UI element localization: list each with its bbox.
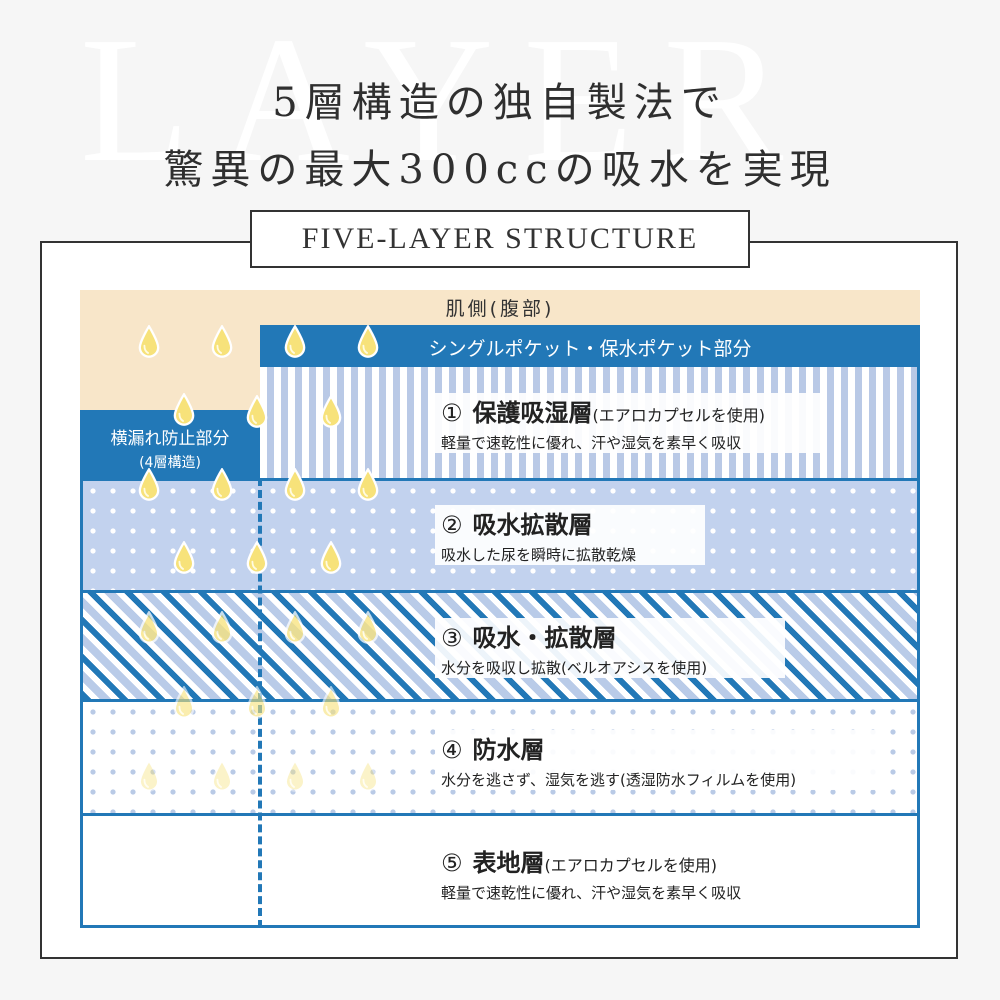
- water-drop-icon: [173, 393, 195, 426]
- layer-1-name: 保護吸湿層: [472, 399, 593, 427]
- layer-4-label: ④ 防水層 水分を逃さず、湿気を逃す(透湿防水フィルムを使用): [435, 730, 890, 790]
- water-drop-icon: [320, 395, 342, 428]
- leak-guard-label: 横漏れ防止部分: [110, 429, 230, 449]
- layer-3-desc: 水分を吸収し拡散(ベルオアシスを使用): [441, 659, 708, 677]
- water-drop-icon: [284, 759, 306, 792]
- water-drop-icon: [246, 686, 268, 719]
- water-drop-icon: [357, 468, 379, 501]
- water-drop-icon: [173, 541, 195, 574]
- layer-2-label: ② 吸水拡散層 吸水した尿を瞬時に拡散乾燥: [435, 505, 705, 565]
- layer-1-desc: 軽量で速乾性に優れ、汗や湿気を素早く吸収: [441, 434, 742, 452]
- skin-side-label: 肌側(腹部): [445, 298, 555, 320]
- layer-5-number: ⑤: [441, 849, 463, 877]
- water-drop-icon: [246, 541, 268, 574]
- layer-5-name: 表地層: [472, 849, 545, 877]
- water-drop-icon: [284, 468, 306, 501]
- water-drop-icon: [357, 611, 379, 644]
- water-drop-icon: [211, 468, 233, 501]
- water-drop-icon: [138, 611, 160, 644]
- leak-guard-sublabel: (4層構造): [139, 455, 201, 471]
- layer-5-desc: 軽量で速乾性に優れ、汗や湿気を素早く吸収: [441, 884, 742, 902]
- layer-2-name: 吸水拡散層: [472, 511, 593, 539]
- water-drop-icon: [320, 541, 342, 574]
- water-drop-icon: [246, 395, 268, 428]
- water-drop-icon: [284, 611, 306, 644]
- layer-4-name: 防水層: [472, 736, 545, 764]
- layer-4-number: ④: [441, 736, 463, 764]
- layer-2-number: ②: [441, 511, 463, 539]
- headline-line-2: 驚異の最大300ccの吸水を実現: [163, 147, 837, 193]
- background-word: LAYER: [80, 0, 814, 199]
- layer-3-label: ③ 吸水・拡散層 水分を吸収し拡散(ベルオアシスを使用): [435, 618, 785, 678]
- layer-3-name: 吸水・拡散層: [472, 624, 617, 652]
- water-drop-icon: [173, 686, 195, 719]
- layer-1-number: ①: [441, 399, 463, 427]
- water-drop-icon: [284, 325, 306, 358]
- headline-line-1: 5層構造の独自製法で: [272, 80, 728, 126]
- layer-1-sub: (エアロカプセルを使用): [592, 406, 766, 425]
- water-drop-icon: [211, 325, 233, 358]
- water-drop-icon: [211, 611, 233, 644]
- water-drop-icon: [138, 759, 160, 792]
- water-drop-icon: [357, 325, 379, 358]
- skin-side-band-left: [80, 380, 260, 410]
- water-drop-icon: [138, 325, 160, 358]
- layer-5-label: ⑤ 表地層(エアロカプセルを使用) 軽量で速乾性に優れ、汗や湿気を素早く吸収: [435, 843, 825, 903]
- layer-1-label: ① 保護吸湿層(エアロカプセルを使用) 軽量で速乾性に優れ、汗や湿気を素早く吸収: [435, 393, 820, 453]
- water-drop-icon: [320, 686, 342, 719]
- layer-5-sub: (エアロカプセルを使用): [544, 856, 718, 875]
- water-drop-icon: [211, 759, 233, 792]
- pocket-label: シングルポケット・保水ポケット部分: [428, 338, 752, 360]
- water-drop-icon: [357, 759, 379, 792]
- water-drop-icon: [138, 468, 160, 501]
- layer-4-desc: 水分を逃さず、湿気を逃す(透湿防水フィルムを使用): [441, 771, 797, 789]
- section-title: FIVE-LAYER STRUCTURE: [250, 210, 750, 268]
- leak-guard-box: [80, 410, 260, 478]
- layer-2-desc: 吸水した尿を瞬時に拡散乾燥: [441, 546, 637, 564]
- layer-3-number: ③: [441, 624, 463, 652]
